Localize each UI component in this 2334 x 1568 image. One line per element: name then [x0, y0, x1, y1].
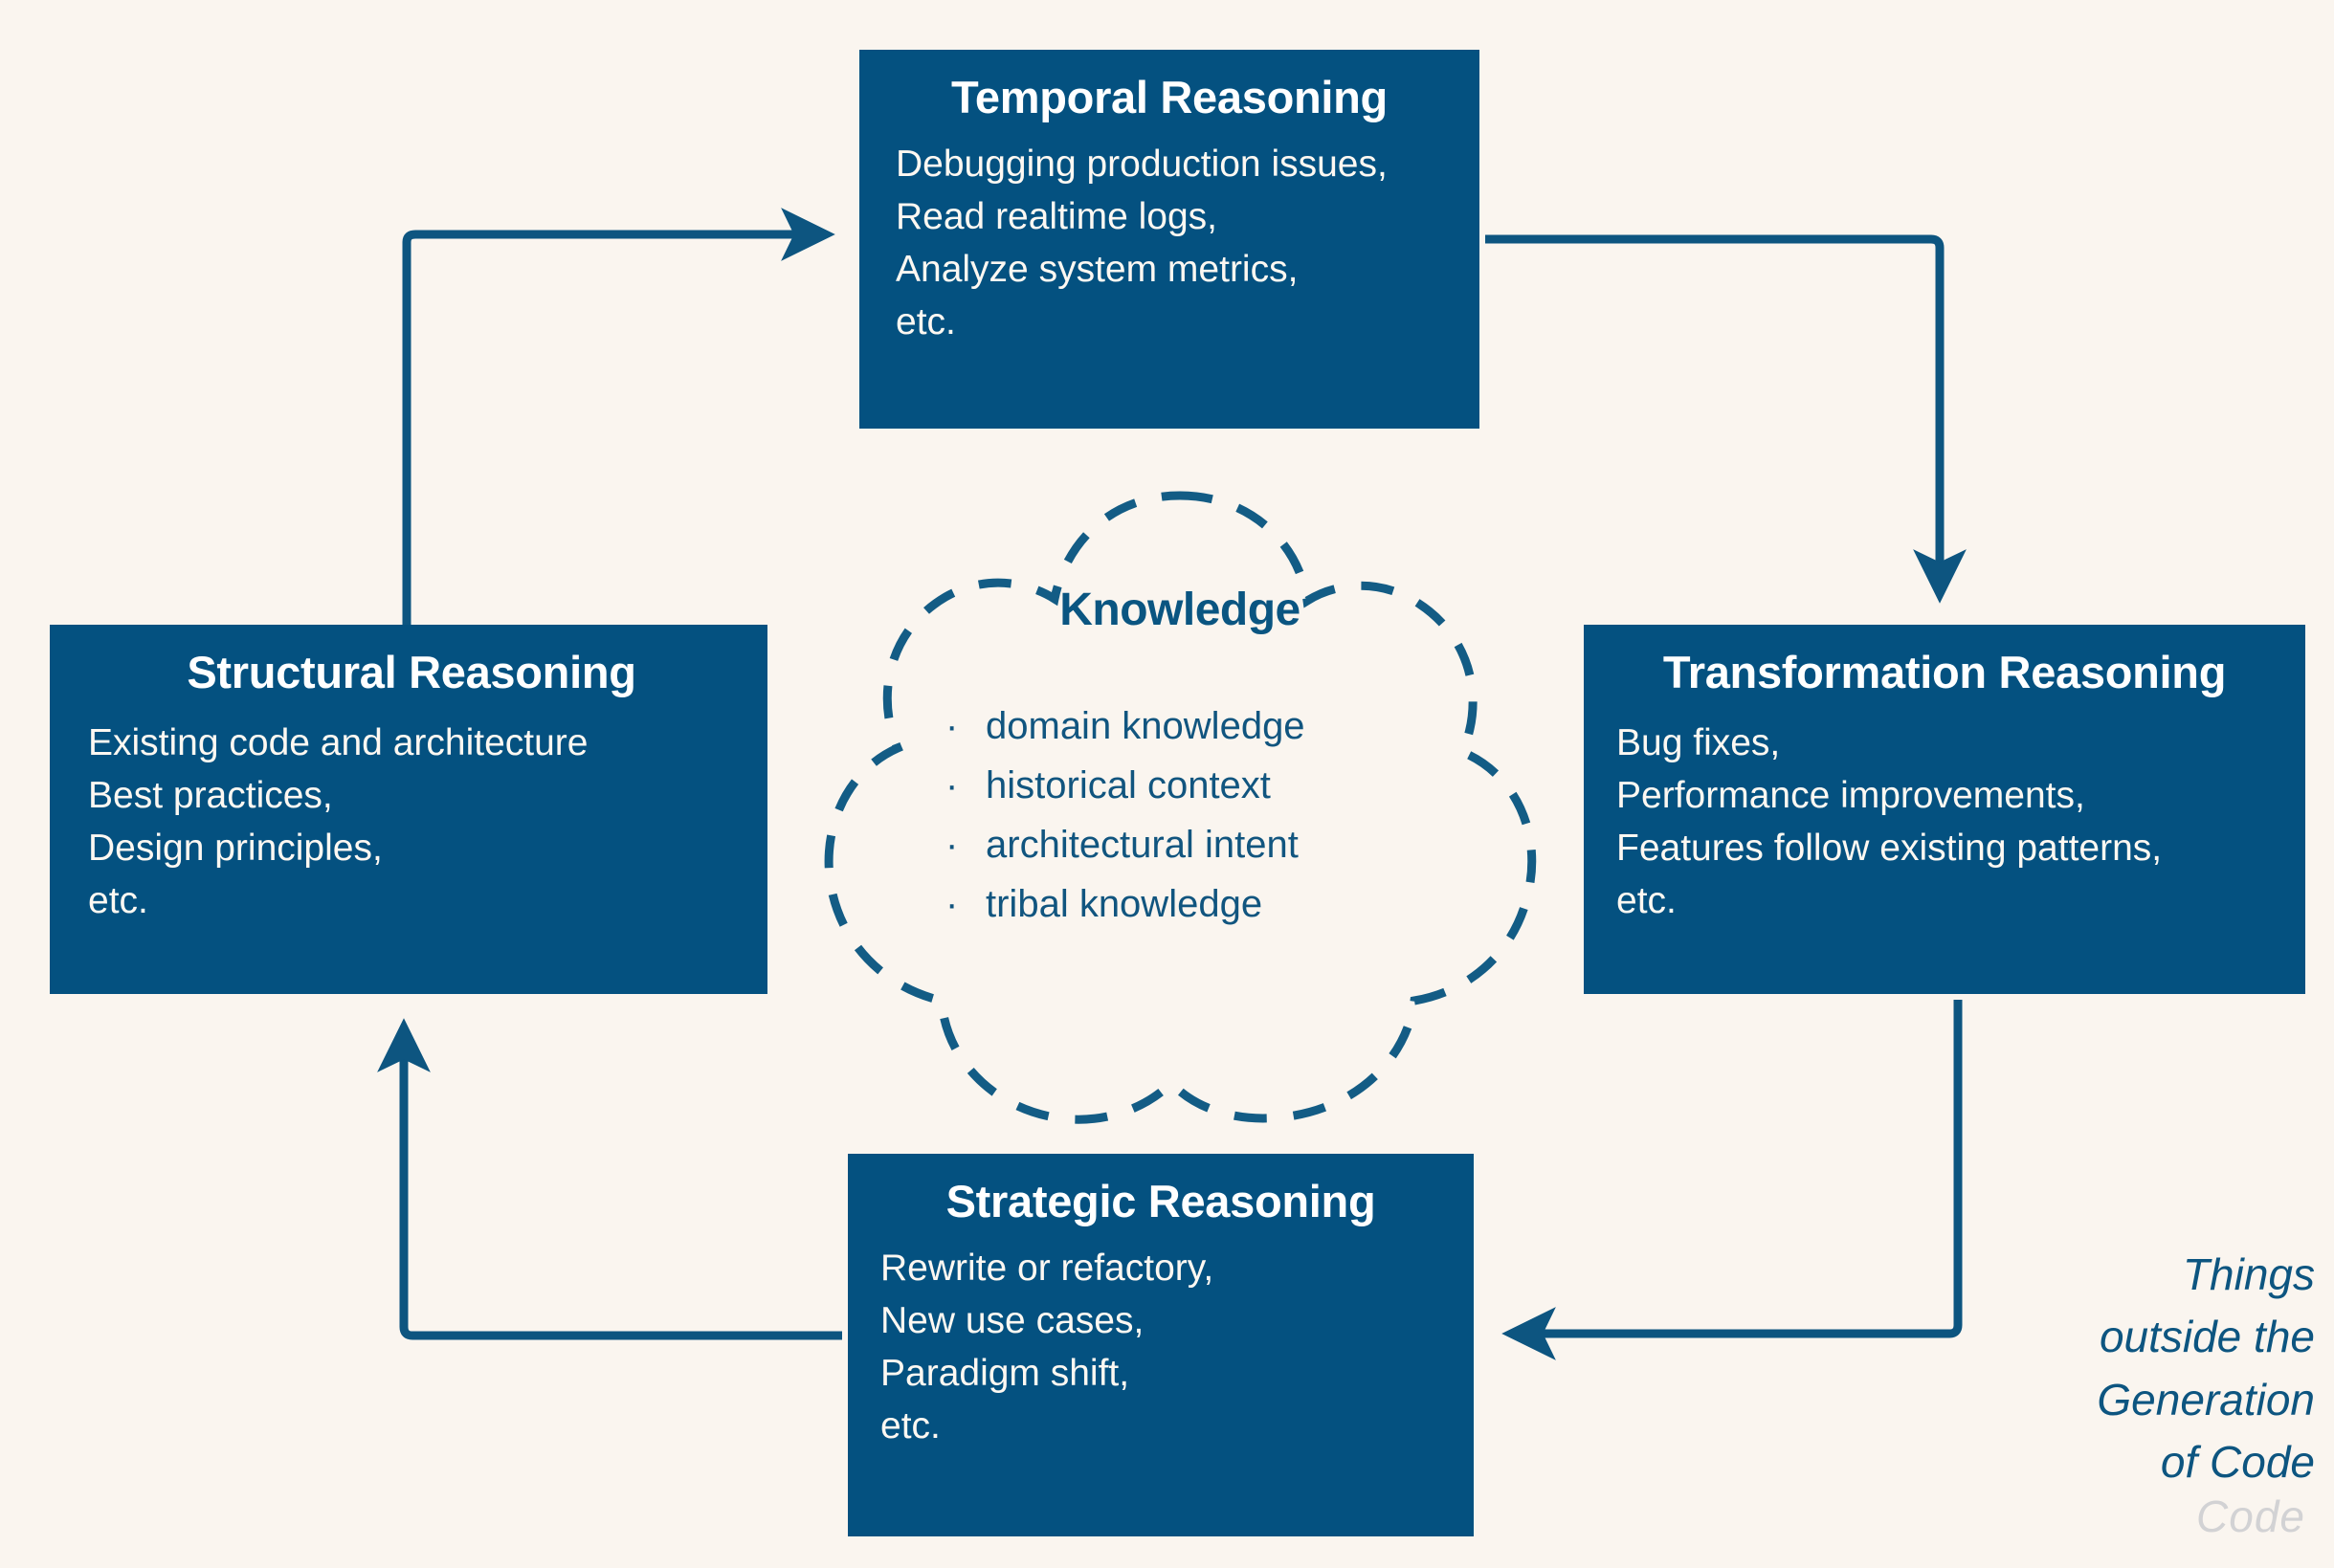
watermark-text: Code	[2196, 1491, 2305, 1541]
caption-line-2: outside the	[2099, 1312, 2315, 1362]
node-strategic-reasoning[interactable]: Strategic Reasoning Rewrite or refactory…	[848, 1154, 1474, 1536]
node-transformation-line-4: etc.	[1616, 880, 1677, 922]
node-temporal-reasoning[interactable]: Temporal Reasoning Debugging production …	[859, 50, 1479, 429]
node-temporal-line-4: etc.	[896, 301, 956, 343]
node-structural-line-1: Existing code and architecture	[88, 722, 589, 764]
arrow-strategic-to-structural	[377, 1018, 842, 1340]
node-strategic-line-1: Rewrite or refactory,	[880, 1248, 1214, 1290]
node-transformation-lines: Bug fixes, Performance improvements, Fea…	[1616, 718, 2273, 928]
caption-line-3: Generation	[2097, 1374, 2315, 1424]
arrow-structural-to-temporal	[402, 208, 835, 631]
cloud-outline-icon	[824, 491, 1537, 1124]
cloud-item-list: · domain knowledge · historical context · a…	[945, 696, 1305, 934]
node-structural-line-3: Design principles,	[88, 828, 383, 870]
node-strategic-title: Strategic Reasoning	[945, 1176, 1376, 1226]
cloud-item: · domain knowledge	[945, 696, 1305, 756]
cloud-item: · historical context	[945, 756, 1305, 815]
node-structural-line-2: Best practices,	[88, 775, 333, 817]
caption-line-1: Things	[2182, 1249, 2315, 1299]
node-temporal-lines: Debugging production issues, Read realti…	[892, 139, 1447, 349]
caption-line-4: of Code	[2160, 1436, 2315, 1487]
bullet-icon: ·	[945, 705, 959, 747]
bullet-icon: ·	[945, 764, 959, 806]
node-transformation-reasoning[interactable]: Transformation Reasoning Bug fixes, Perf…	[1584, 625, 2305, 994]
node-temporal-line-3: Analyze system metrics,	[896, 249, 1299, 291]
node-structural-title: Structural Reasoning	[187, 647, 636, 697]
caption-things-outside-generation-of-code: Things outside the Generation of Code	[1913, 1244, 2315, 1493]
node-transformation-title: Transformation Reasoning	[1662, 647, 2227, 697]
arrow-transformation-to-strategic	[1501, 1000, 1963, 1360]
cloud-item: · tribal knowledge	[945, 874, 1305, 934]
cloud-title: Knowledge	[1059, 585, 1300, 635]
knowledge-cloud: Knowledge · domain knowledge · historical …	[802, 478, 1558, 1138]
node-strategic-line-3: Paradigm shift,	[880, 1353, 1130, 1395]
node-transformation-line-2: Performance improvements,	[1616, 775, 2085, 817]
cloud-item-label: tribal knowledge	[986, 883, 1263, 925]
node-strategic-lines: Rewrite or refactory, New use cases, Par…	[880, 1243, 1441, 1453]
node-temporal-line-2: Read realtime logs,	[896, 196, 1217, 238]
node-structural-lines: Existing code and architecture Best prac…	[88, 718, 735, 928]
cloud-item-label: domain knowledge	[986, 705, 1305, 747]
node-strategic-line-2: New use cases,	[880, 1300, 1145, 1342]
bullet-icon: ·	[945, 883, 959, 925]
node-temporal-line-1: Debugging production issues,	[896, 144, 1388, 186]
cloud-item-label: historical context	[986, 764, 1271, 806]
node-transformation-line-1: Bug fixes,	[1616, 722, 1781, 764]
node-structural-reasoning[interactable]: Structural Reasoning Existing code and a…	[50, 625, 767, 994]
cloud-item: · architectural intent	[945, 815, 1305, 874]
node-structural-line-4: etc.	[88, 880, 148, 922]
cloud-item-label: architectural intent	[986, 824, 1299, 866]
node-temporal-title: Temporal Reasoning	[951, 72, 1388, 122]
node-transformation-line-3: Features follow existing patterns,	[1616, 828, 2163, 870]
bullet-icon: ·	[945, 824, 959, 866]
node-strategic-line-4: etc.	[880, 1405, 941, 1447]
